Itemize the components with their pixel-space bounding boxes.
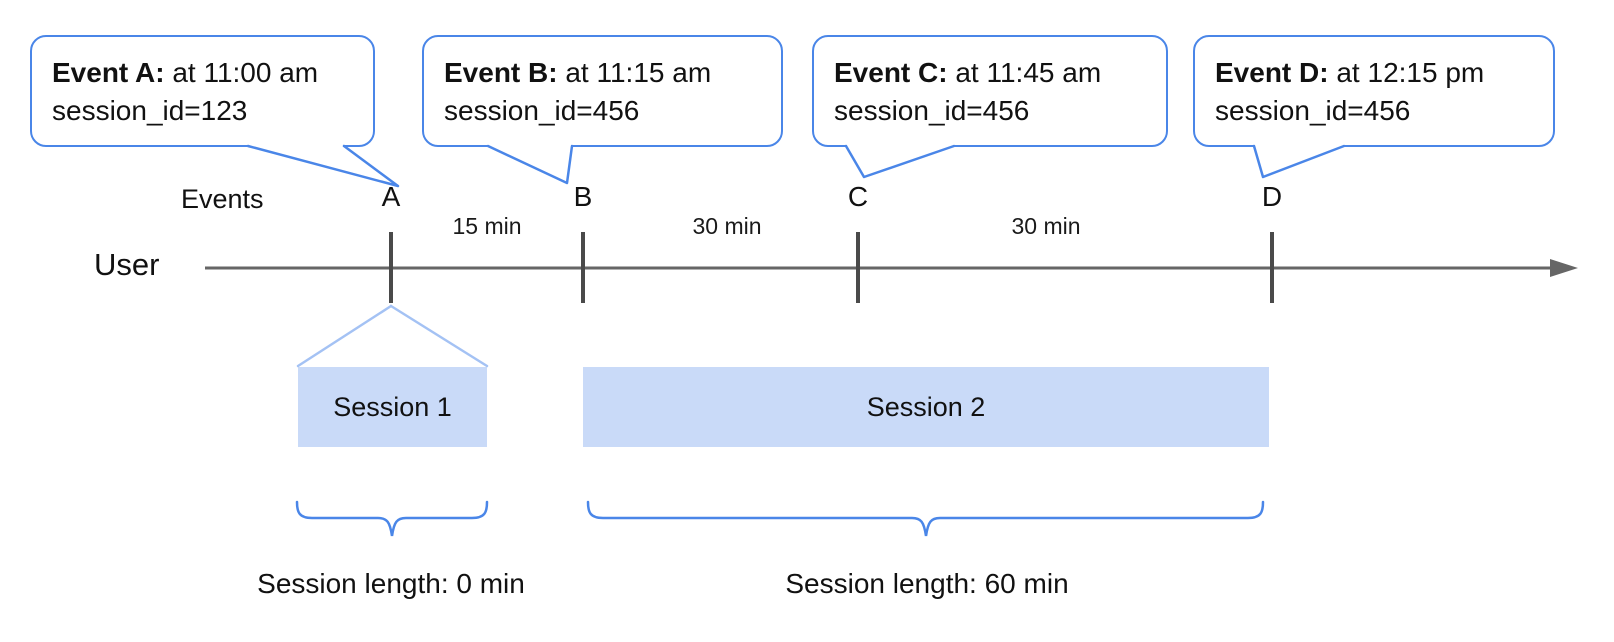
callout-event-d-time: Event D: at 12:15 pm [1215,54,1539,92]
callout-event-b-timestamp: at 11:15 am [565,57,712,88]
events-axis-label: Events [181,184,264,214]
event-marker-a: A [381,181,401,212]
tail-a-outline [246,144,400,188]
callout-event-a: Event A: at 11:00 am session_id=123 [30,35,375,147]
callout-event-a-time: Event A: at 11:00 am [52,54,359,92]
session-1-label: Session 1 [333,391,452,422]
callout-tail-a [246,142,400,188]
session-2-box: Session 2 [583,367,1269,447]
callout-tail-c [844,142,956,179]
timeline-arrowhead-icon [1550,259,1578,277]
callout-event-d-session-id: session_id=456 [1215,95,1411,126]
callout-event-c-time: Event C: at 11:45 am [834,54,1152,92]
event-marker-c: C [847,181,869,212]
tail-d-outline [1252,144,1346,179]
callout-event-b-title: Event B: [444,57,558,88]
callout-event-c: Event C: at 11:45 am session_id=456 [812,35,1168,147]
interval-a-b-label: 15 min [452,213,522,239]
callout-event-a-timestamp: at 11:00 am [172,57,319,88]
session-2-brace [586,500,1265,537]
funnel-left-line [296,304,393,368]
callout-event-d: Event D: at 12:15 pm session_id=456 [1193,35,1555,147]
callout-event-c-title: Event C: [834,57,948,88]
event-marker-b: B [573,181,593,212]
user-timeline-axis [205,259,1578,277]
callout-event-c-session-id: session_id=456 [834,95,1030,126]
session-1-length-label: Session length: 0 min [257,568,525,599]
funnel-right-line [389,304,489,368]
callout-tail-d [1252,142,1346,179]
callout-event-c-timestamp: at 11:45 am [955,57,1102,88]
event-marker-d: D [1261,181,1283,212]
interval-c-d-label: 30 min [1011,213,1081,239]
callout-event-b-time: Event B: at 11:15 am [444,54,767,92]
interval-b-c-label: 30 min [692,213,762,239]
callout-event-a-title: Event A: [52,57,165,88]
callout-event-b-session-id: session_id=456 [444,95,640,126]
callout-event-d-timestamp: at 12:15 pm [1336,57,1485,88]
session-1-funnel [296,304,489,368]
session-1-brace [295,500,489,537]
callout-event-a-session-id: session_id=123 [52,95,248,126]
callout-tail-b [486,142,574,185]
callout-event-d-title: Event D: [1215,57,1329,88]
session-2-label: Session 2 [866,391,986,422]
callout-event-b: Event B: at 11:15 am session_id=456 [422,35,783,147]
tail-c-outline [844,144,956,179]
session-1-box: Session 1 [298,367,487,447]
user-axis-label: User [94,247,160,282]
session-2-length-label: Session length: 60 min [785,568,1069,599]
tail-b-outline [486,144,574,185]
